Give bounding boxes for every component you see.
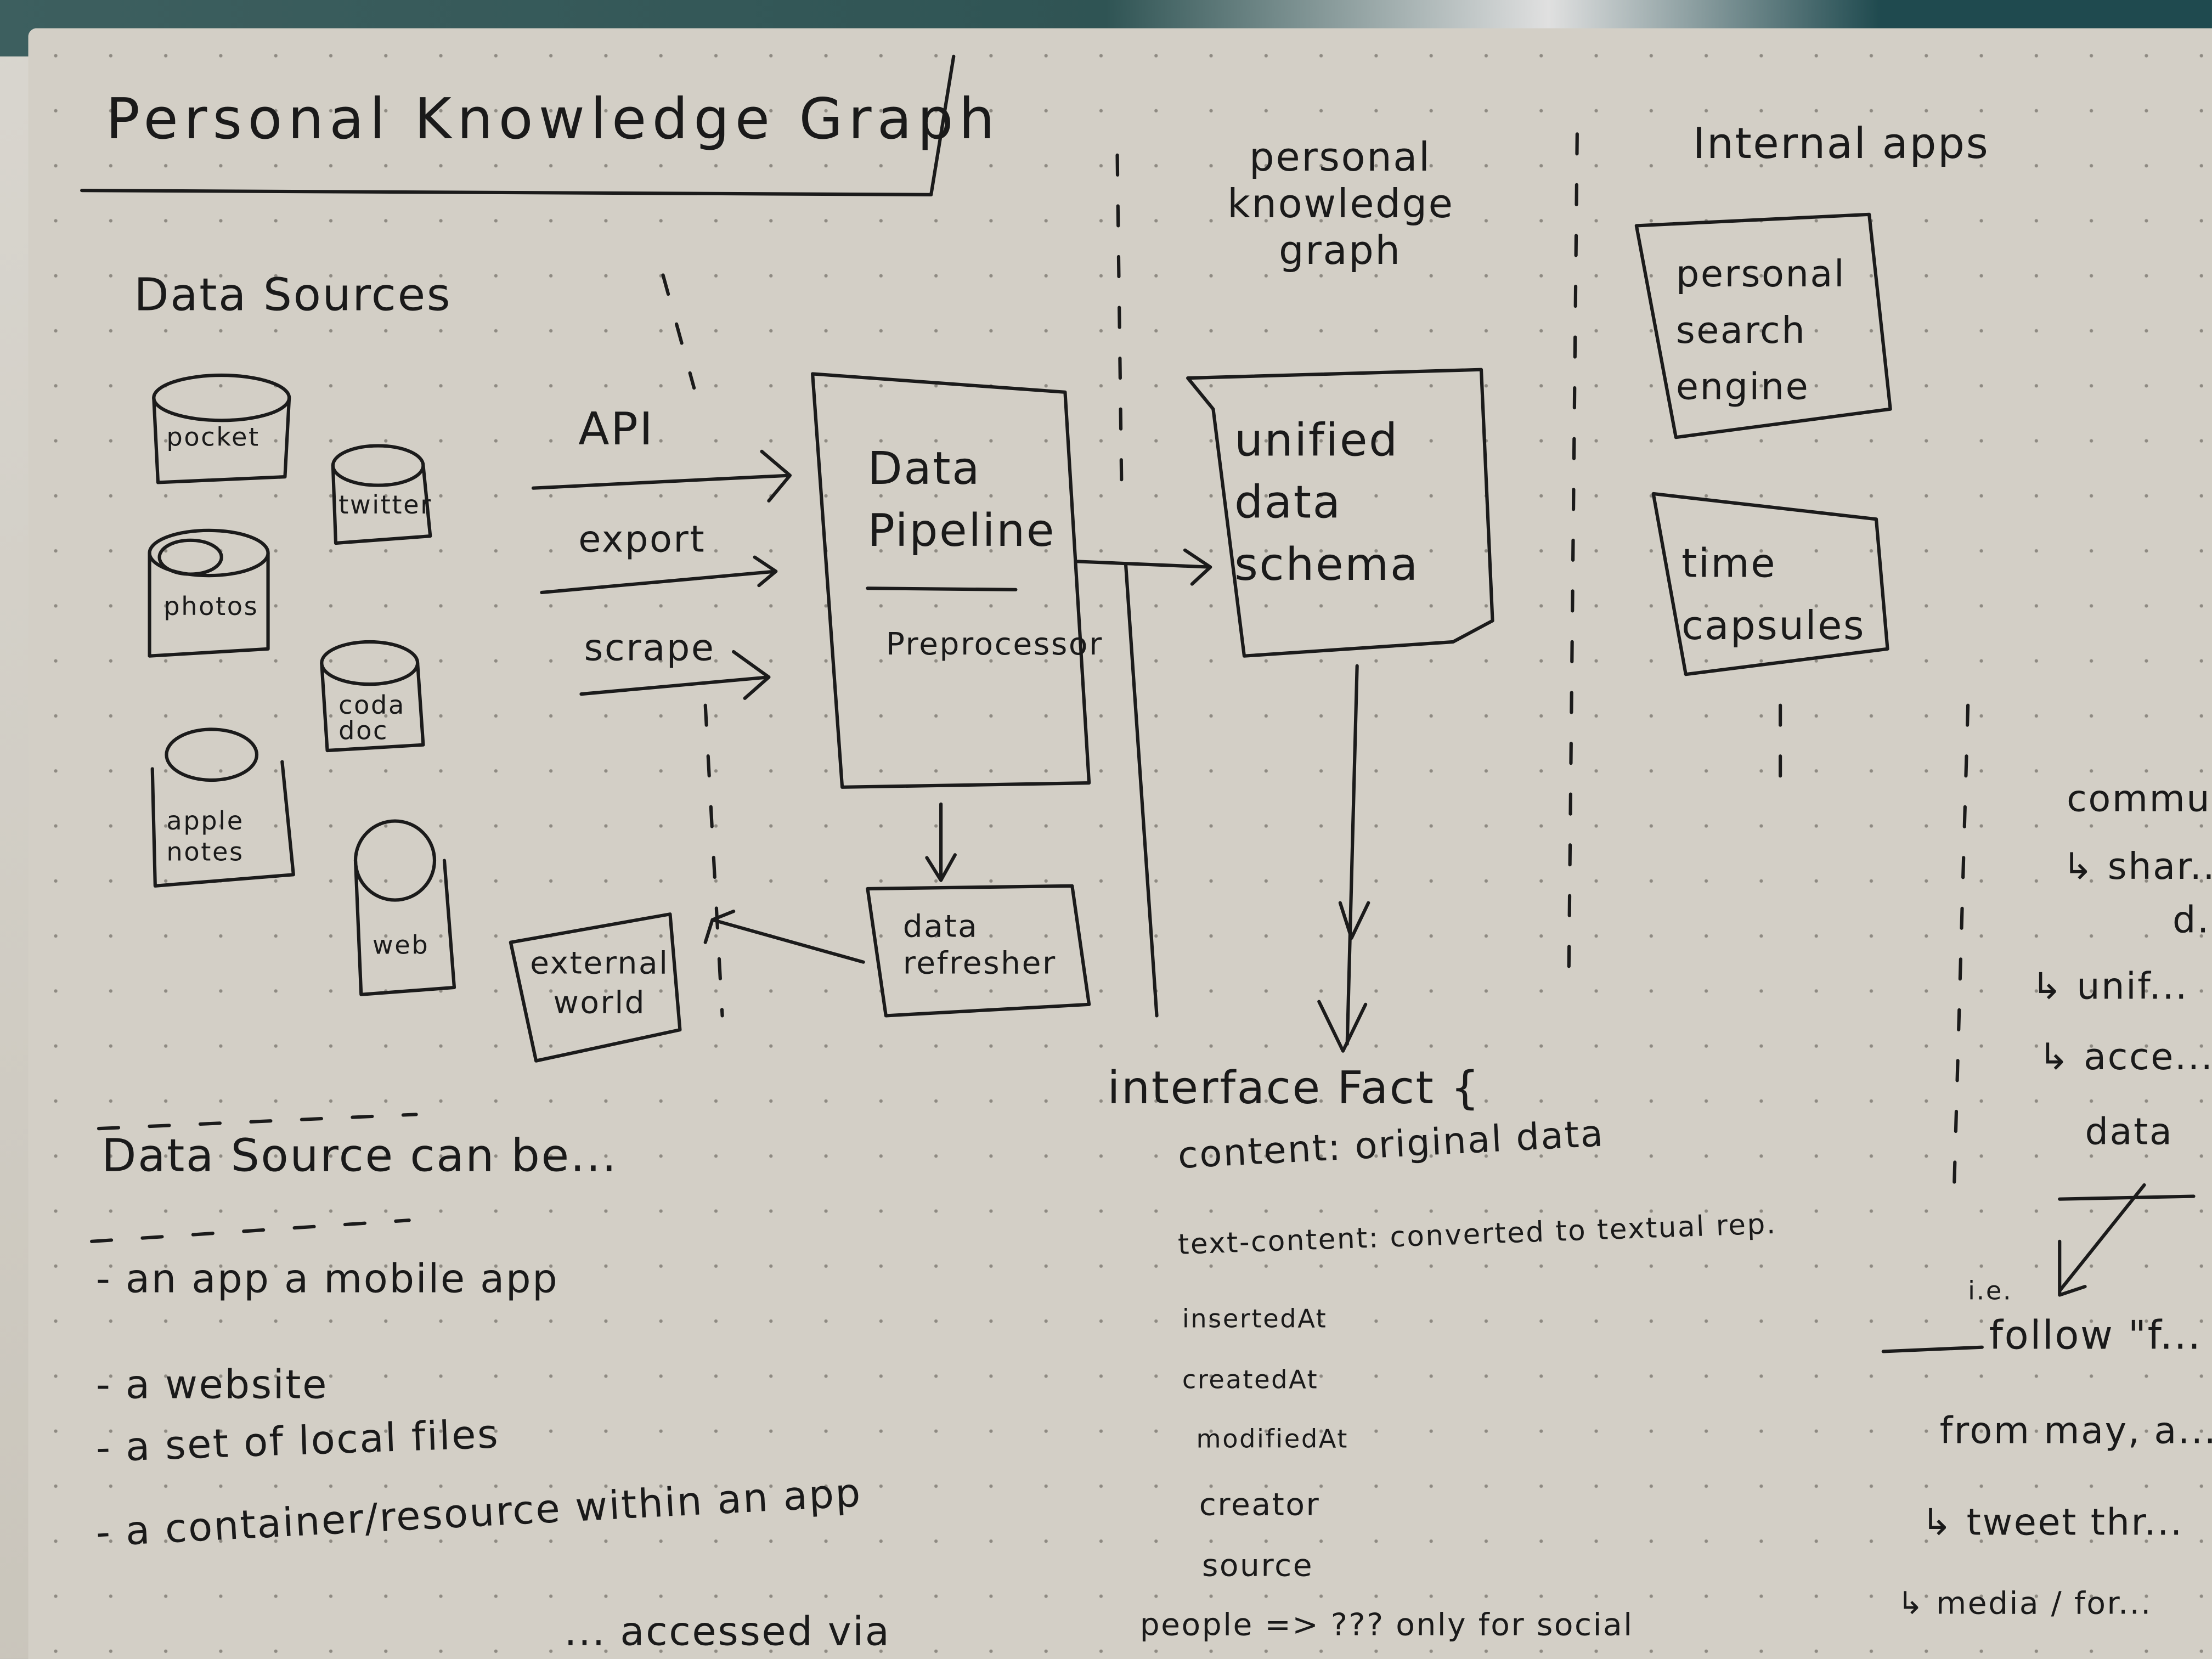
pipeline-divider — [866, 586, 1018, 591]
strikethrough — [1881, 1345, 1984, 1353]
source-web: web — [372, 931, 430, 961]
interface-field: modifiedAt — [1196, 1425, 1348, 1455]
pipeline-preprocessor: Preprocessor — [885, 628, 1103, 663]
external-world-label: external world — [530, 946, 669, 1022]
arrow-to-schema — [1076, 548, 1212, 586]
app-time-capsules[interactable]: time capsules — [1681, 540, 1866, 649]
interface-field: source — [1201, 1549, 1314, 1584]
data-source-item-text: a website — [125, 1361, 328, 1408]
source-twitter: twitter — [338, 490, 432, 521]
right-arrow-strokes — [2058, 1183, 2196, 1297]
notebook-page — [28, 28, 2212, 1659]
label-api: API — [578, 402, 654, 456]
right-note: commu... — [2067, 778, 2212, 821]
source-photos: photos — [163, 592, 259, 622]
data-source-item: - an app a mobile app — [95, 1255, 559, 1302]
source-apple-notes: apple notes — [166, 806, 244, 868]
pipeline-box — [811, 372, 1091, 789]
interface-field: people => ??? only for social — [1139, 1608, 1634, 1644]
interface-field: insertedAt — [1182, 1305, 1328, 1335]
divider-1 — [661, 273, 696, 390]
source-cylinder-apple-notes — [150, 727, 295, 888]
label-export: export — [578, 519, 706, 562]
data-source-frame — [90, 1113, 418, 1243]
pipeline-title: Data Pipeline — [867, 441, 1056, 557]
right-note: from may, a... — [1939, 1410, 2212, 1453]
right-note: ↳ media / for... — [1897, 1587, 2152, 1623]
arrow-to-interface — [1317, 664, 1370, 1053]
arrow-api — [531, 449, 792, 503]
right-note: ↳ acce... — [2038, 1036, 2212, 1080]
arrow-to-external — [703, 910, 865, 964]
divider-1b — [703, 703, 724, 1018]
refresher-label: data refresher — [902, 910, 1057, 982]
right-note: follow "f... — [1989, 1312, 2202, 1359]
right-note: data — [2085, 1111, 2174, 1154]
source-cylinder-coda — [320, 640, 425, 753]
divider-2b — [1124, 562, 1159, 1018]
schema-label: unified data schema — [1234, 413, 1419, 591]
schema-box — [1186, 368, 1494, 658]
right-note: i.e. — [1968, 1277, 2013, 1307]
divider-2 — [1115, 153, 1124, 482]
data-source-item-text: an app a mobile app — [125, 1255, 559, 1302]
time-capsules-box — [1651, 492, 1889, 676]
divider-5 — [1952, 703, 1970, 1201]
source-coda-doc: coda doc — [338, 691, 405, 747]
label-scrape: scrape — [584, 628, 715, 670]
external-box — [509, 912, 682, 1063]
source-cylinder-web — [353, 819, 456, 996]
refresher-box — [866, 884, 1091, 1018]
source-cylinder-twitter — [331, 444, 432, 545]
right-note: ↳ shar... — [2062, 846, 2212, 889]
source-cylinder-photos — [148, 528, 270, 658]
data-source-note-heading: Data Source can be... — [101, 1128, 618, 1182]
search-engine-box — [1634, 212, 1892, 439]
arrow-to-refresher — [925, 802, 957, 882]
arrow-export — [540, 555, 778, 595]
heading-data-sources: Data Sources — [134, 268, 452, 322]
interface-field: createdAt — [1182, 1365, 1319, 1396]
interface-field: creator — [1199, 1488, 1321, 1524]
divider-3 — [1567, 132, 1579, 990]
arrow-scrape — [579, 650, 771, 700]
app-personal-search-engine[interactable]: personal search engine — [1675, 253, 1846, 409]
heading-internal-apps: Internal apps — [1692, 120, 1990, 170]
heading-personal-knowledge-graph: personal knowledge graph — [1227, 134, 1454, 274]
right-note: ↳ unif... — [2031, 966, 2189, 1009]
right-note: d... — [2172, 900, 2212, 943]
page-title: Personal Knowledge Graph — [105, 87, 1001, 153]
interface-header: interface Fact { — [1107, 1060, 1481, 1115]
source-cylinder-pocket — [152, 373, 291, 484]
data-source-item: - a website — [95, 1361, 328, 1408]
title-underline — [80, 54, 956, 196]
data-source-cutoff: ... accessed via — [564, 1608, 891, 1655]
right-note: ↳ tweet thr... — [1921, 1502, 2183, 1545]
source-pocket: pocket — [166, 423, 260, 453]
